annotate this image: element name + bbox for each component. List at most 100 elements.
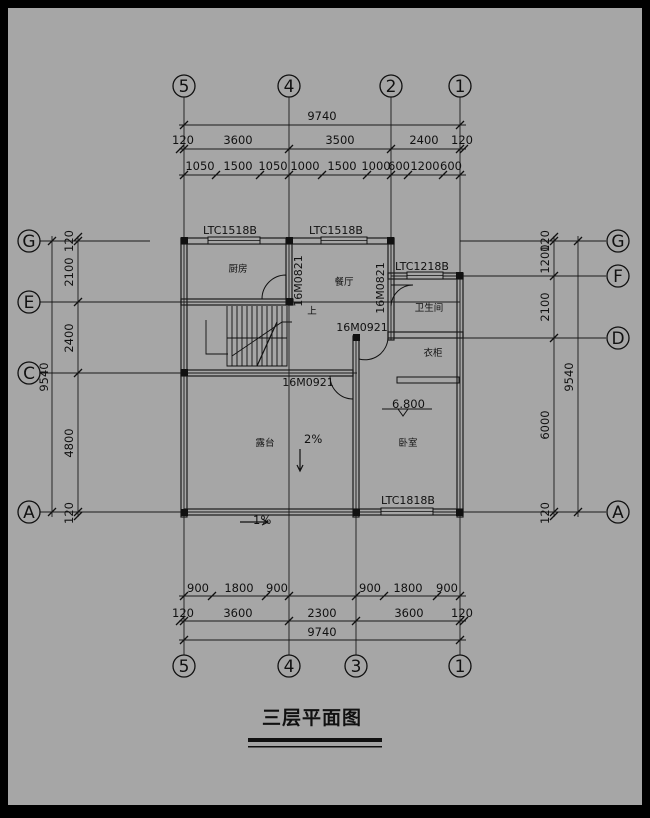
ticks-bottom-axis [175,616,469,626]
column-d3 [353,334,360,341]
door-terrace [329,375,354,400]
axis-label-left-C: C [23,364,35,384]
axis-bubble-right-F [606,264,630,288]
elevation-marker-icon [382,408,432,417]
stair-arrow [231,321,292,357]
axis-label-left-E: E [24,293,35,313]
stair-break-line [256,321,278,367]
ticks-bottom-detail [179,591,465,601]
dim-right-2: 1200 [538,244,552,273]
axis-label-bottom-1: 1 [455,657,466,677]
axis-label-right-F: F [613,267,623,287]
dim-top-detail-8: 1200 [410,159,439,173]
column-g4 [286,237,293,244]
dim-top-detail-6: 1000 [361,159,390,173]
column-f1 [456,272,463,279]
ticks-right-axis [549,232,559,521]
dim-bottom-axis-1: 120 [172,606,194,620]
column-a1 [456,509,463,516]
ticks-top-detail [179,170,465,180]
dim-left-total: 9540 [37,362,51,391]
axis-label-bottom-5: 5 [179,657,190,677]
axis-bubble-left-C [17,361,41,385]
dim-right-4: 6000 [538,410,552,439]
title-underline-thin [248,746,382,748]
axis-bubble-right-D [606,326,630,350]
axis-label-top-4: 4 [284,77,295,97]
axis-bubble-right-G [606,229,630,253]
axis-bubble-bottom-1 [448,654,472,678]
dim-bottom-axis-2: 3600 [223,606,252,620]
dim-top-axis-2: 3600 [223,133,252,147]
dim-bottom-total: 9740 [307,625,336,639]
dim-right-3: 2100 [538,292,552,321]
balcony-slope-arrow-icon [240,518,270,526]
ticks-top-total [179,120,465,130]
label-door-kitchen: 16M0821 [292,255,305,306]
dim-bottom-detail-1: 900 [187,581,209,595]
label-window-bath: LTC1218B [395,260,449,273]
axis-label-right-G: G [611,232,624,252]
dim-top-detail-9: 600 [440,159,462,173]
label-window-dining: LTC1518B [309,224,363,237]
axis-label-top-2: 2 [386,77,397,97]
label-window-bedroom: LTC1818B [381,494,435,507]
dim-left-4: 4800 [62,428,76,457]
column-g2 [387,237,394,244]
drawing-sheet [8,8,642,805]
axis-bubble-bottom-4 [277,654,301,678]
ticks-right-total [573,236,583,517]
column-e4 [286,298,293,305]
label-window-kitchen: LTC1518B [203,224,257,237]
axis-bubble-right-A [606,500,630,524]
closet-shelf [396,376,460,384]
dim-right-5: 120 [538,502,552,524]
axis-bubble-left-G [17,229,41,253]
dim-right-1: 120 [538,230,552,252]
dim-bottom-detail-5: 1800 [393,581,422,595]
slope-arrow-icon [296,449,304,473]
wall-bath-bottom [387,331,464,339]
axis-label-left-G: G [22,232,35,252]
window-glass-lines [208,240,443,512]
title-underline-thick [248,738,382,742]
axis-bubble-top-2 [379,74,403,98]
drawing-title: 三层平面图 [262,707,362,729]
ticks-left-total [47,236,57,517]
label-door-terrace: 16M0921 [282,376,333,389]
label-door-bath: 16M0821 [374,262,387,313]
door-bedroom [358,336,389,361]
label-elevation: 6.800 [392,397,425,411]
label-room-bath: 卫生间 [415,302,444,314]
axis-bubble-top-1 [448,74,472,98]
ticks-left-axis [73,232,83,521]
dim-bottom-detail-2: 1800 [224,581,253,595]
dim-bottom-detail-3: 900 [266,581,288,595]
axis-bubble-left-A [17,500,41,524]
dim-top-axis-4: 2400 [409,133,438,147]
dim-right-total: 9540 [562,362,576,391]
dim-top-axis-1: 120 [172,133,194,147]
dim-top-axis-3: 3500 [325,133,354,147]
dim-top-detail-1: 1050 [185,159,214,173]
stair-wall-left [205,320,228,355]
label-room-kitchen: 厨房 [228,263,247,275]
label-room-dining: 餐厅 [334,276,354,288]
dim-left-2: 2100 [62,257,76,286]
dim-bottom-axis-3: 2300 [307,606,336,620]
dim-top-detail-5: 1500 [327,159,356,173]
axis-bubble-top-4 [277,74,301,98]
label-door-bedroom: 16M0921 [336,321,387,334]
label-room-closet: 衣柜 [423,347,443,359]
dim-bottom-axis-5: 120 [451,606,473,620]
label-slope-balcony: 1% [253,513,271,527]
column-c5 [181,369,188,376]
label-room-terrace: 露台 [255,437,274,449]
axis-bubble-bottom-3 [344,654,368,678]
axis-label-top-5: 5 [179,77,190,97]
dim-top-detail-4: 1000 [290,159,319,173]
column-g5 [181,237,188,244]
dim-top-detail-2: 1500 [223,159,252,173]
